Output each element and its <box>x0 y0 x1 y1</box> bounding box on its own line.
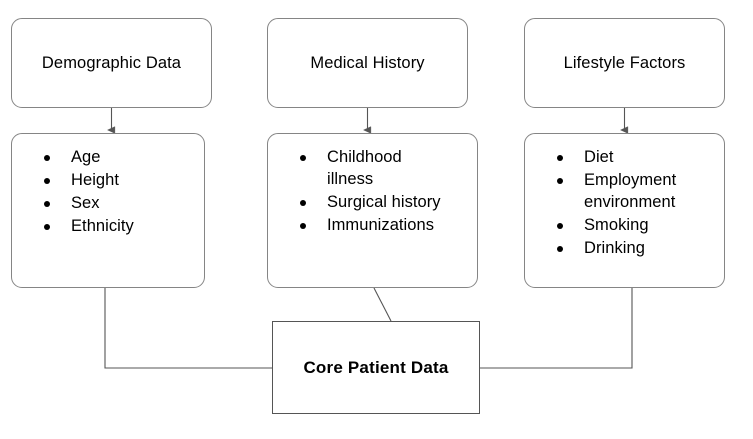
title-box-label: Medical History <box>310 53 425 72</box>
title-box-label: Demographic Data <box>41 53 182 72</box>
list-box-medical-history[interactable]: Childhood illness Surgical history Immun… <box>267 133 478 288</box>
list-box-lifestyle-factors[interactable]: Diet Employment environment Smoking Drin… <box>524 133 725 288</box>
core-box[interactable]: Core Patient Data <box>272 321 480 414</box>
list-item: Drinking <box>525 238 724 260</box>
list-item: Sex <box>12 193 204 215</box>
connector-demographic-list-to-core <box>104 288 272 369</box>
list-item: Surgical history <box>268 192 477 214</box>
title-box-medical-history[interactable]: Medical History <box>267 18 468 108</box>
list-item: Childhood illness <box>268 147 435 191</box>
list-item: Immunizations <box>268 215 477 237</box>
title-box-lifestyle-factors[interactable]: Lifestyle Factors <box>524 18 725 108</box>
bullet-list: Diet Employment environment Smoking Drin… <box>525 147 724 260</box>
list-item: Age <box>12 147 204 169</box>
list-item: Ethnicity <box>12 216 204 238</box>
list-item: Height <box>12 170 204 192</box>
list-item: Smoking <box>525 215 724 237</box>
list-box-demographic-data[interactable]: Age Height Sex Ethnicity <box>11 133 205 288</box>
connector-lifestyle-list-to-core <box>480 288 633 369</box>
core-box-label: Core Patient Data <box>303 357 449 377</box>
list-item: Diet <box>525 147 724 169</box>
bullet-list: Childhood illness Surgical history Immun… <box>268 147 477 237</box>
connector-medical-list-to-core <box>373 287 392 322</box>
list-item: Employment environment <box>525 170 696 214</box>
bullet-list: Age Height Sex Ethnicity <box>12 147 204 238</box>
title-box-demographic-data[interactable]: Demographic Data <box>11 18 212 108</box>
title-box-label: Lifestyle Factors <box>563 53 686 72</box>
